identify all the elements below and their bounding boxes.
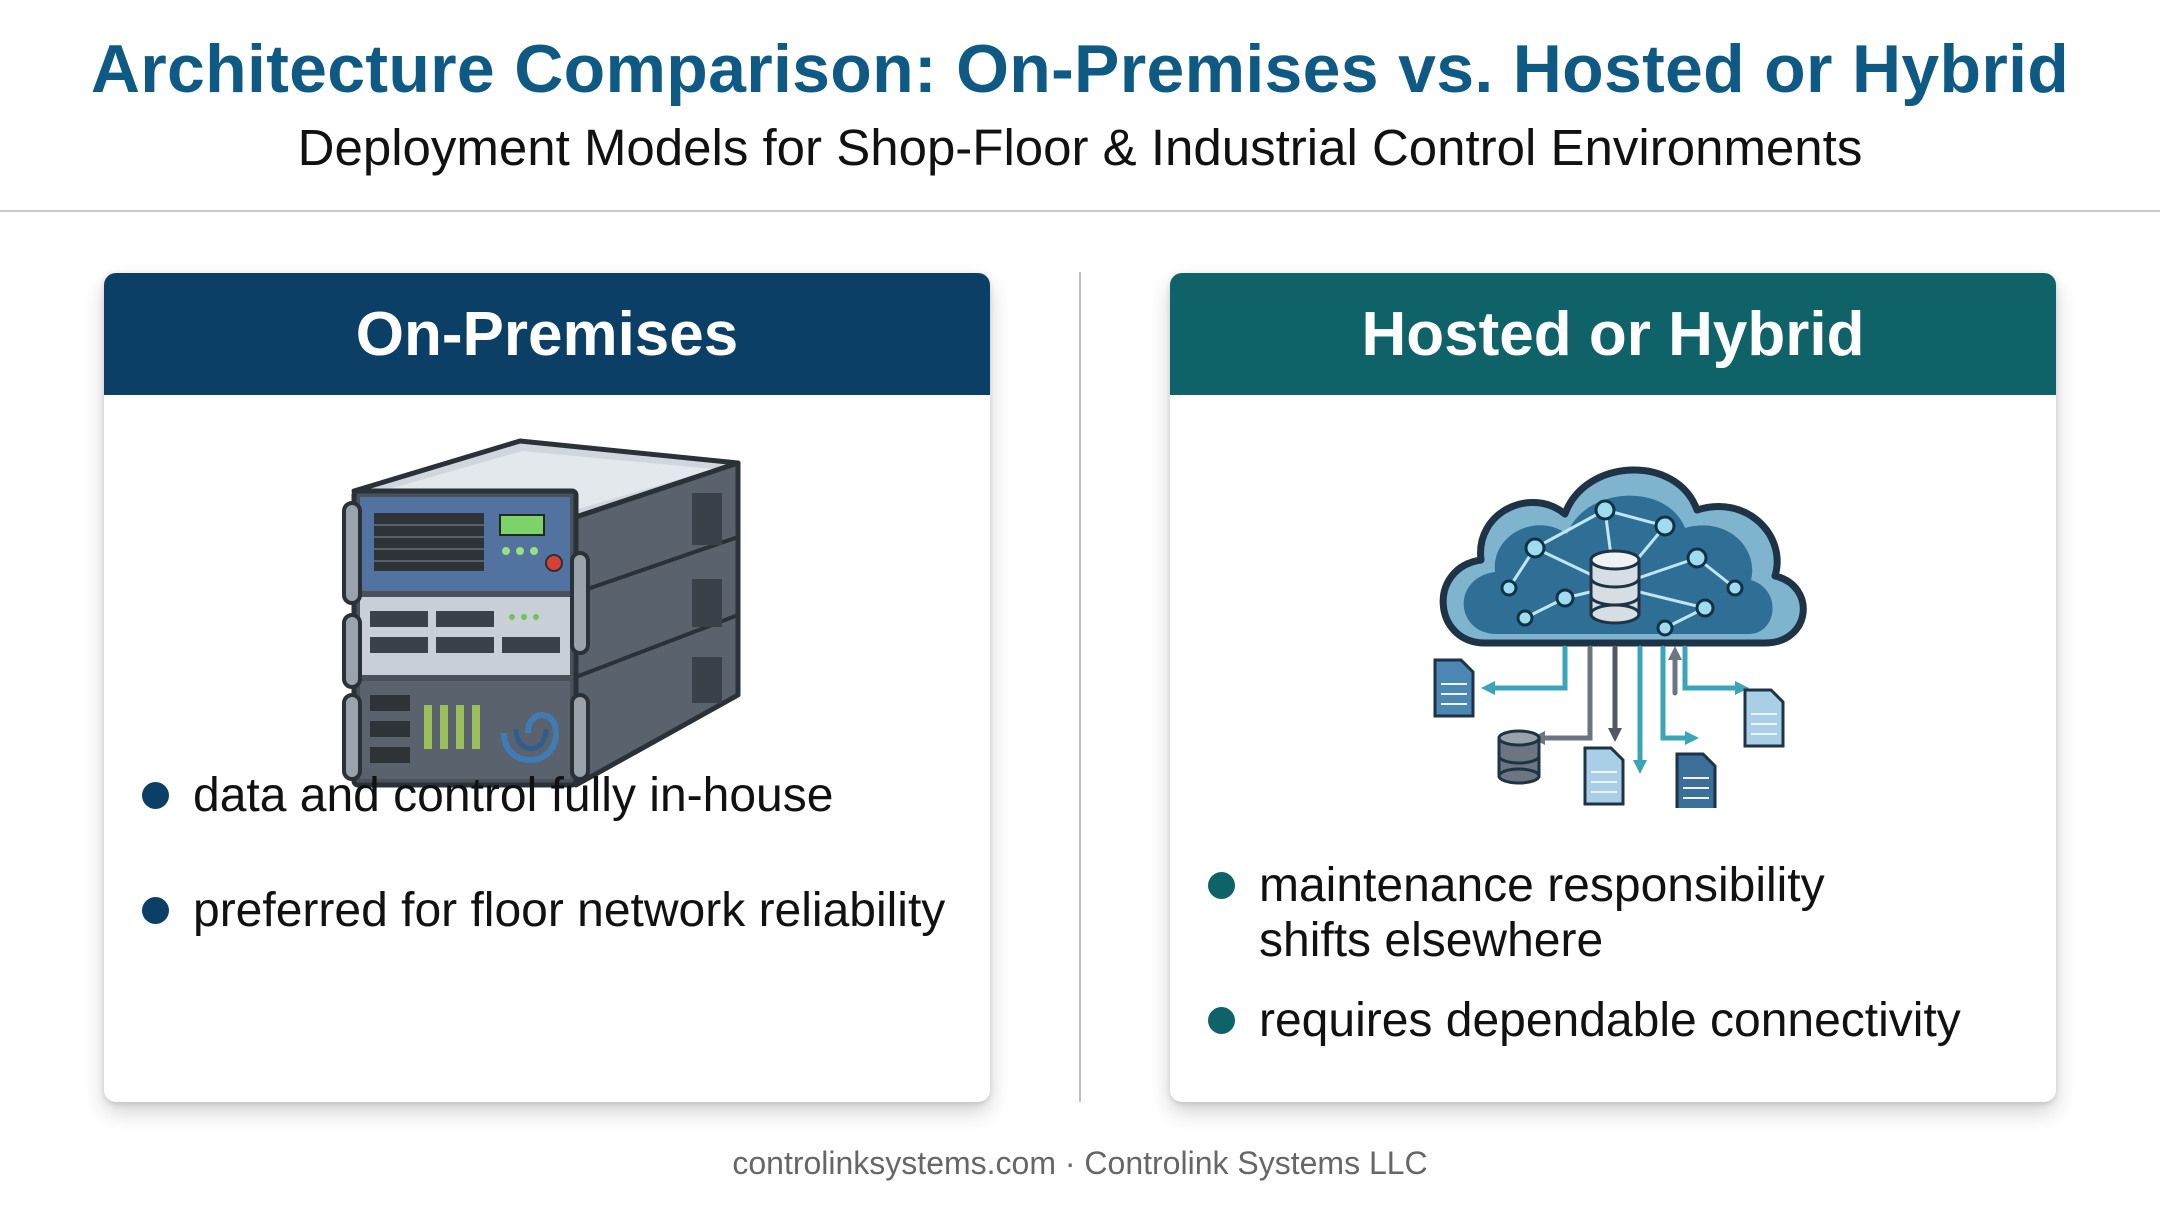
- hosted-hybrid-panel: Hosted or Hybrid: [1170, 273, 2056, 1102]
- list-item: requires dependable connectivity: [1204, 993, 2044, 1048]
- footer-credit: controlinksystems.com · Controlink Syste…: [732, 1145, 1428, 1181]
- on-premises-bullets: data and control fully in-house preferre…: [138, 768, 978, 938]
- list-item: maintenance responsibility shifts elsewh…: [1204, 858, 2044, 968]
- cloud-network-icon: [1433, 466, 1807, 808]
- on-premises-panel: On-Premises: [104, 273, 990, 1102]
- panel-divider: [1079, 272, 1081, 1102]
- bullet-text: maintenance responsibility shifts elsewh…: [1259, 859, 1825, 967]
- bullet-dot-icon: [1208, 872, 1235, 899]
- bullet-dot-icon: [142, 897, 169, 924]
- bullet-text: preferred for floor network reliability: [193, 884, 946, 937]
- on-premises-heading: On-Premises: [104, 273, 990, 395]
- server-rack-icon: [342, 438, 741, 788]
- header-divider: [0, 210, 2160, 212]
- hosted-hybrid-bullets: maintenance responsibility shifts elsewh…: [1204, 858, 2044, 1048]
- bullet-dot-icon: [1208, 1007, 1235, 1034]
- bullet-text: data and control fully in-house: [193, 769, 834, 822]
- list-item: preferred for floor network reliability: [138, 883, 978, 938]
- list-item: data and control fully in-house: [138, 768, 978, 823]
- page-title: Architecture Comparison: On-Premises vs.…: [90, 31, 2070, 107]
- bullet-dot-icon: [142, 782, 169, 809]
- page-subtitle: Deployment Models for Shop-Floor & Indus…: [297, 119, 1863, 176]
- hosted-hybrid-heading: Hosted or Hybrid: [1170, 273, 2056, 395]
- bullet-text: requires dependable connectivity: [1259, 994, 1961, 1047]
